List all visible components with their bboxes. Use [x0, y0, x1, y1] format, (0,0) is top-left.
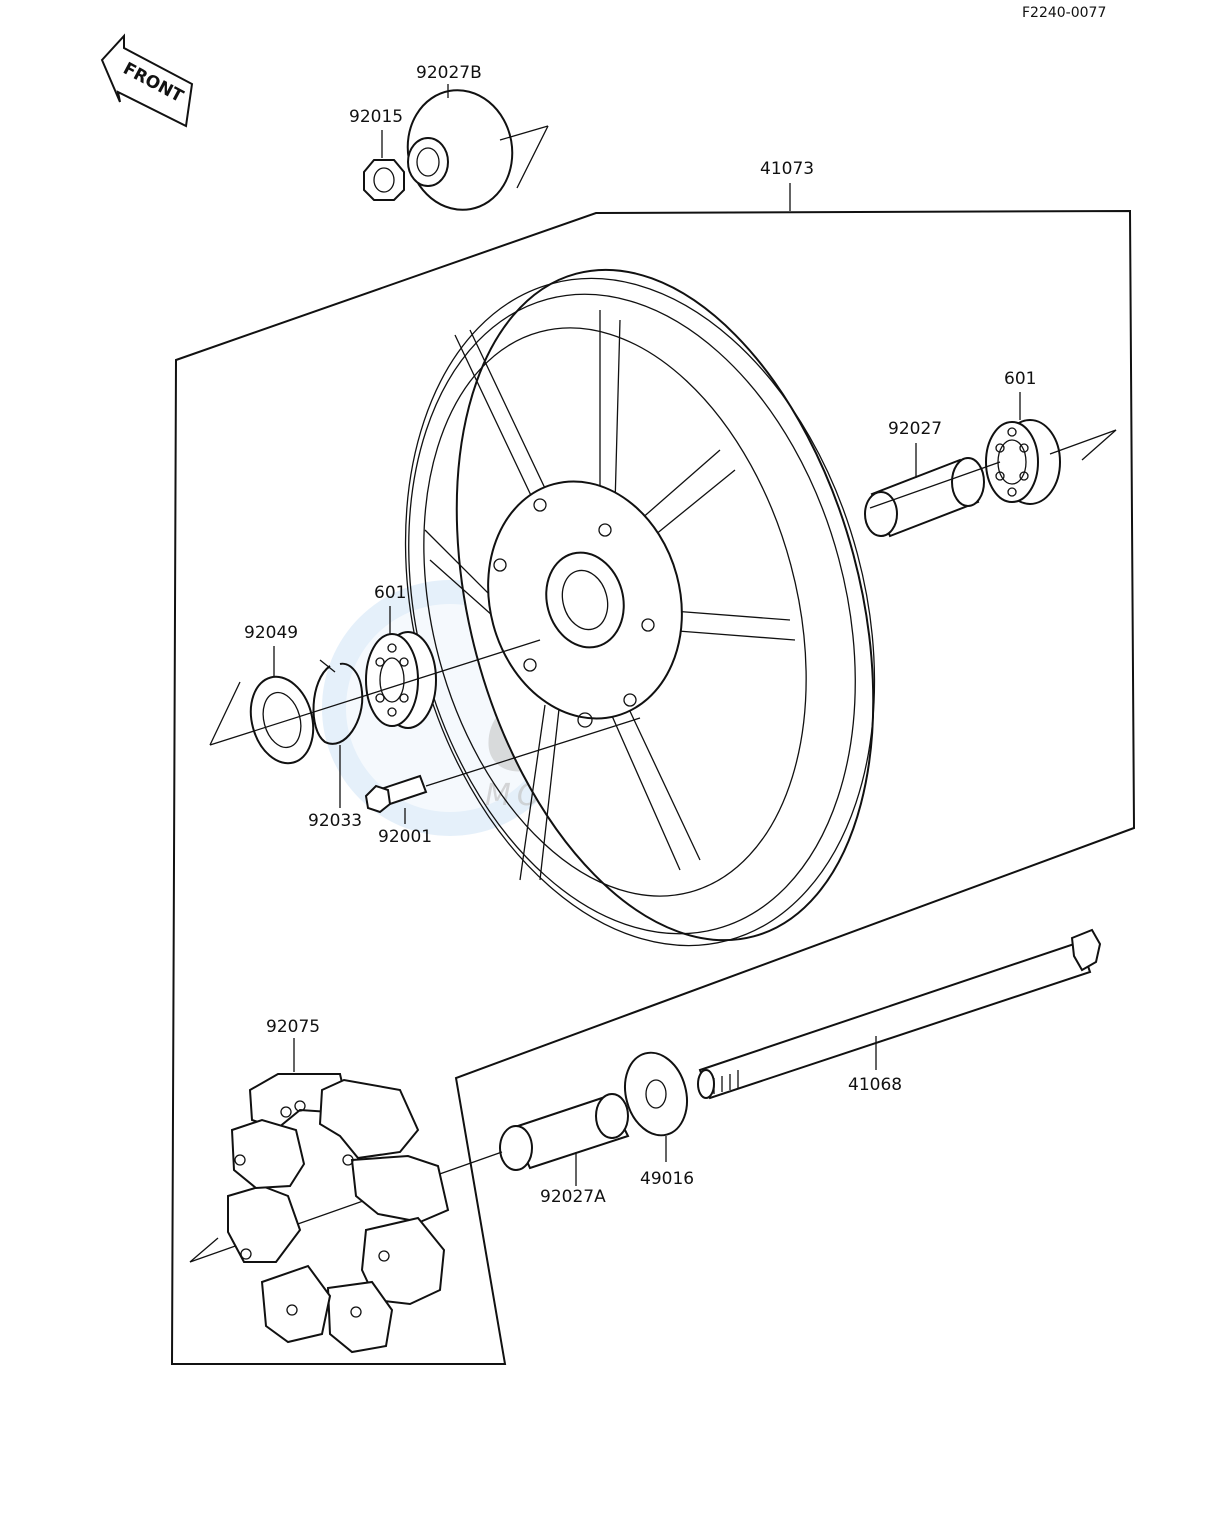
circlip-92033 — [312, 659, 364, 745]
label-92001: 92001 — [378, 827, 432, 847]
label-41073: 41073 — [760, 159, 814, 179]
wheel-41073 — [404, 268, 876, 947]
label-92015: 92015 — [349, 107, 403, 127]
damper-92075 — [227, 1073, 450, 1354]
collar-92027B — [406, 89, 514, 211]
label-92075: 92075 — [266, 1017, 320, 1037]
label-92049: 92049 — [244, 623, 298, 643]
label-92027B: 92027B — [416, 63, 482, 83]
nut-92015 — [363, 159, 405, 201]
wheel-assembly-outline — [170, 209, 1136, 1365]
label-601-right: 601 — [1004, 369, 1036, 389]
label-49016: 49016 — [640, 1169, 694, 1189]
diagram-code: F2240-0077 — [1022, 5, 1106, 21]
oil-seal-92049 — [249, 675, 315, 765]
collar-92027A — [499, 1093, 630, 1171]
axle-41068 — [697, 928, 1102, 1100]
label-92027: 92027 — [888, 419, 942, 439]
front-label: FRONT — [120, 59, 187, 107]
label-601-left: 601 — [374, 583, 406, 603]
label-92027A: 92027A — [540, 1187, 606, 1207]
label-41068: 41068 — [848, 1075, 902, 1095]
bearing-601-right — [985, 419, 1061, 505]
front-arrow-icon: FRONT — [100, 33, 194, 128]
bearing-601-left — [365, 631, 437, 729]
washer-49016 — [624, 1051, 688, 1137]
bolt-92001 — [364, 774, 428, 814]
label-92033: 92033 — [308, 811, 362, 831]
collar-92027 — [864, 457, 985, 538]
